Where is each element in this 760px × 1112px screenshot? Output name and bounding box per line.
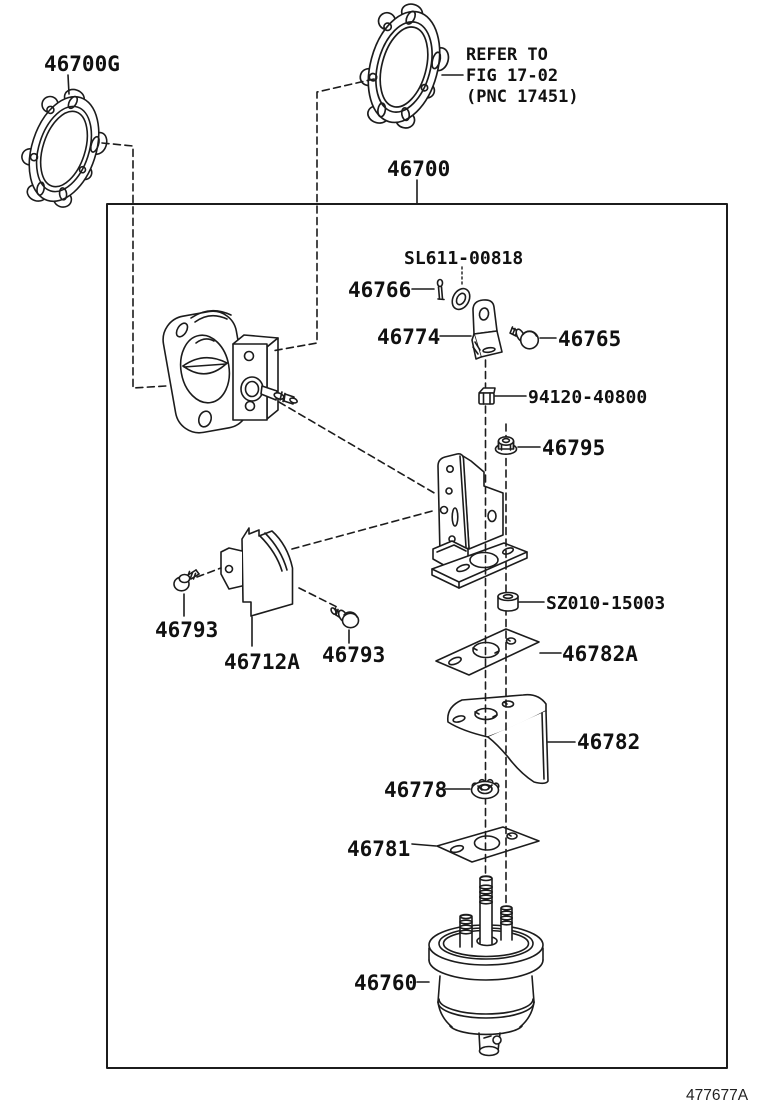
leader-lines: [67, 74, 576, 983]
part-label-94120: 94120-40800: [528, 387, 647, 408]
part-label-46795: 46795: [542, 436, 605, 460]
plate-drawing-46782a: [435, 628, 540, 676]
part-label-sz010: SZ010-15003: [546, 593, 665, 614]
plate-drawing-46781: [436, 826, 540, 863]
washer-drawing-sl611: [451, 287, 471, 311]
actuator-body-drawing: [162, 309, 298, 434]
gasket-drawing-46700g: [9, 79, 121, 218]
nut-drawing-46795: [494, 435, 518, 455]
grommet-drawing-46778: [470, 778, 500, 800]
gasket-drawing-refer: [348, 0, 461, 138]
part-label-46778: 46778: [384, 778, 447, 802]
clamp-drawing-46774: [471, 299, 503, 360]
bolt-drawing-46793-left: [173, 569, 200, 592]
collar-drawing-sz010: [497, 591, 519, 612]
bolt-drawing-46765: [509, 326, 540, 350]
mount-bracket-drawing: [431, 453, 528, 589]
part-label-46712a: 46712A: [224, 650, 300, 674]
assembly-dashed-lines: [101, 78, 507, 906]
part-label-46774: 46774: [377, 325, 440, 349]
assembly-outline-box: [106, 203, 728, 1069]
filter-studs-drawing: [459, 875, 513, 948]
part-label-46793-right: 46793: [322, 643, 385, 667]
refer-note-line1: REFER TO: [466, 45, 548, 65]
part-label-46765: 46765: [558, 327, 621, 351]
refer-note-line3: (PNC 17451): [466, 87, 579, 107]
part-label-46760: 46760: [354, 971, 417, 995]
cover-drawing-46712a: [220, 527, 294, 617]
part-label-46700: 46700: [387, 157, 450, 181]
pin-drawing-46766: [436, 278, 445, 301]
part-label-sl611: SL611-00818: [404, 248, 523, 269]
part-label-46793-left: 46793: [155, 618, 218, 642]
bolt-drawing-46793-right: [330, 607, 360, 629]
part-label-46782: 46782: [577, 730, 640, 754]
part-label-46700g: 46700G: [44, 52, 120, 76]
part-label-46766: 46766: [348, 278, 411, 302]
nut-drawing-94120: [478, 387, 496, 405]
refer-note-line2: FIG 17-02: [466, 66, 558, 86]
bracket-drawing-46782: [446, 693, 549, 785]
figure-code: 477677A: [686, 1087, 749, 1104]
part-label-46781: 46781: [347, 837, 410, 861]
part-label-46782a: 46782A: [562, 642, 638, 666]
